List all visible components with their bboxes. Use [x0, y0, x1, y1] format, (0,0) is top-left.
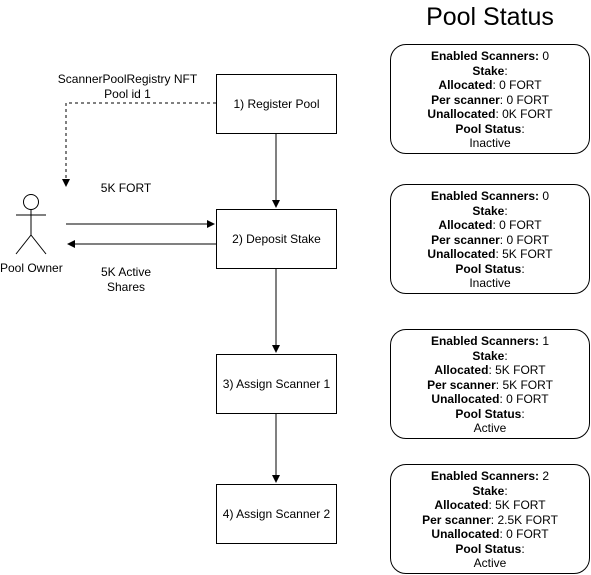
registry-nft-label-line2: Pool id 1 [104, 87, 151, 101]
status-enabled-row: Enabled Scanners: 0 [430, 49, 550, 63]
shares-label-line1: 5K Active [100, 265, 152, 279]
status-card: Enabled Scanners: 2 Stake: Allocated: 5K… [390, 464, 590, 574]
status-allocated-row: Allocated: 0 FORT [438, 218, 542, 232]
status-pool-status-row: Pool Status: [455, 261, 525, 276]
status-allocated-row: Allocated: 5K FORT [434, 363, 546, 377]
step-deposit-stake: 2) Deposit Stake [216, 209, 337, 269]
status-pool-status-value: Active [473, 556, 507, 570]
step-register-pool: 1) Register Pool [216, 74, 337, 134]
shares-label-line2: Shares [106, 280, 146, 294]
status-pool-status-row: Pool Status: [455, 121, 525, 136]
status-enabled-row: Enabled Scanners: 1 [430, 334, 550, 348]
status-allocated-row: Allocated: 0 FORT [438, 78, 542, 92]
status-pool-status-row: Pool Status: [455, 406, 525, 421]
status-allocated-row: Allocated: 5K FORT [434, 498, 546, 512]
step-assign-scanner-1: 3) Assign Scanner 1 [216, 354, 337, 414]
status-unallocated-row: Unallocated: 0K FORT [427, 107, 553, 121]
status-pool-status-value: Active [473, 421, 507, 435]
status-enabled-row: Enabled Scanners: 0 [430, 189, 550, 203]
status-unallocated-row: Unallocated: 0 FORT [431, 527, 549, 541]
status-stake-row: Stake: [472, 203, 508, 218]
status-enabled-row: Enabled Scanners: 2 [430, 469, 550, 483]
status-unallocated-row: Unallocated: 0 FORT [431, 392, 549, 406]
status-per-scanner-row: Per scanner: 0 FORT [431, 92, 549, 107]
status-pool-status-value: Inactive [469, 276, 511, 290]
registry-nft-connector [62, 102, 216, 187]
status-per-scanner-row: Per scanner: 2.5K FORT [422, 512, 558, 527]
shares-label: 5K Active Shares [86, 265, 166, 295]
step-assign-scanner-2: 4) Assign Scanner 2 [216, 484, 337, 544]
pool-owner-label: Pool Owner [0, 261, 63, 275]
status-pool-status-value: Inactive [469, 136, 511, 150]
registry-nft-label-line1: ScannerPoolRegistry NFT [57, 72, 198, 86]
pool-owner-actor-icon [15, 194, 47, 255]
registry-nft-label: ScannerPoolRegistry NFT Pool id 1 [40, 72, 215, 102]
status-stake-row: Stake: [472, 483, 508, 498]
pool-status-title: Pool Status [426, 3, 554, 31]
status-card: Enabled Scanners: 1 Stake: Allocated: 5K… [390, 329, 590, 439]
status-unallocated-row: Unallocated: 5K FORT [427, 247, 553, 261]
status-stake-row: Stake: [472, 348, 508, 363]
status-per-scanner-row: Per scanner: 5K FORT [427, 377, 553, 392]
status-card: Enabled Scanners: 0 Stake: Allocated: 0 … [390, 184, 590, 294]
deposit-label: 5K FORT [100, 181, 152, 195]
status-per-scanner-row: Per scanner: 0 FORT [431, 232, 549, 247]
status-card: Enabled Scanners: 0 Stake: Allocated: 0 … [390, 44, 590, 154]
status-pool-status-row: Pool Status: [455, 541, 525, 556]
status-stake-row: Stake: [472, 63, 508, 78]
